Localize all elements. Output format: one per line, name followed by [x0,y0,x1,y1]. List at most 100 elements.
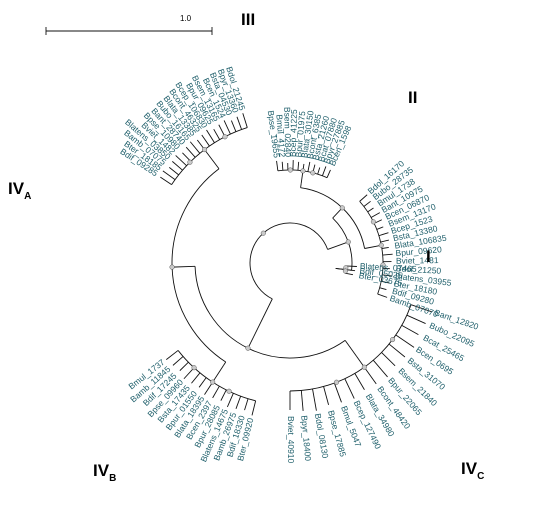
leaf-label: Bmul_4172 [274,114,287,158]
leaf-branch [175,155,187,167]
leaf-branch [382,274,393,277]
leaf-branch [160,176,172,186]
leaf-branch [307,161,311,172]
leaf-branch [381,280,390,284]
leaf-branch [379,287,387,291]
sub-node [342,268,348,274]
tree-nodes [169,134,396,394]
leaf-branch [226,393,234,408]
backbone-node [339,205,345,211]
leaf-branch [380,239,389,243]
leaf-branch [189,141,201,154]
backbone [223,361,227,366]
clade-stem [364,244,382,249]
leaf-branch [198,377,207,388]
clade-label-iv-c: IVC [461,459,484,482]
leaf-branch [220,389,227,401]
leaf-label: Bviet_1481 [396,255,439,266]
clade-label-iii: III [241,10,255,29]
leaf-branch [323,386,330,405]
clade-label-iv-b-main: IV [93,461,110,480]
leaf-branch [300,390,304,411]
leaf-branch [401,324,419,335]
clade-label-iv-a-sub: A [24,191,31,202]
leaf-branch [354,373,365,390]
leaf-branch [363,366,377,385]
sub-node [226,388,232,394]
sub-node [187,159,193,165]
leaf-label: Blatens_07465 [360,261,417,274]
clade-node [210,379,216,385]
clade-labels: III II I IVA IVB IVC [8,10,484,484]
leaf-branch [377,293,388,298]
leaf-label: Bpyr_18400 [299,415,313,462]
clade-label-iv-a: IVA [8,179,31,202]
leaf-branch [251,400,257,416]
leaf-branch [344,378,355,399]
leaf-branch [370,212,381,218]
sub-node [191,365,197,371]
sub-node [310,170,316,176]
leaf-branch [372,359,388,378]
leaf-branch [376,226,384,230]
leaf-branch [168,167,179,176]
clade-label-i: I [426,247,431,266]
leaf-branch [410,304,432,313]
clade-label-iv-c-main: IV [461,459,478,478]
scale-bar-label: 1.0 [180,14,192,23]
clade-label-iv-a-main: IV [8,179,25,198]
leaf-branch [297,161,300,171]
sub-node [287,167,293,173]
clade-label-iv-b: IVB [93,461,116,484]
leaf-branch [326,169,331,178]
leaf-branch [388,343,406,358]
leaf-branch [185,146,196,158]
leaf-label: Bdol_21250 [396,263,442,276]
leaf-branch [223,120,231,135]
clade-node [361,364,367,370]
backbone-node [169,264,175,270]
backbone-arc [171,168,226,363]
leaf-branch [236,116,243,130]
clade-label-ii: II [408,88,417,107]
backbone [327,241,349,250]
leaf-label: Bviet_40910 [286,416,296,464]
leaf-label: Bdol_08130 [313,413,331,460]
leaf-branch [235,395,242,409]
backbone [172,265,196,268]
sub-node [333,379,340,385]
sub-node [390,337,396,343]
leaf-branch [162,170,176,181]
leaf-branch [395,334,415,348]
sub-node [370,219,376,225]
leaf-branch [378,232,389,237]
leaf-label: Bpur_09620 [395,244,442,258]
backbone [300,183,302,188]
leaf-branch [367,207,374,213]
clade-stem [204,149,220,170]
leaf-branch [179,361,189,371]
backbone-node [245,345,251,351]
root-node [260,230,266,236]
leaf-branch [206,129,215,143]
leaf-branch [359,194,368,202]
backbone [344,340,358,357]
leaf-branch [406,314,426,324]
leaf-branch [363,200,371,207]
leaf-branch [230,120,237,132]
leaf-branch [242,113,248,128]
leaf-branch [312,388,317,411]
leaf-branch [344,272,354,276]
leaf-branch [345,265,357,267]
sub-node [222,134,228,140]
leaf-label: Bpur_01975 [293,110,307,157]
backbone [247,298,273,349]
sub-node [380,262,386,268]
clade-node [201,147,208,153]
backbone-arc [300,187,366,249]
leaf-branch [191,372,201,384]
clade-stem [212,365,224,383]
leaf-branch [244,398,249,411]
leaf-branch [281,161,284,171]
